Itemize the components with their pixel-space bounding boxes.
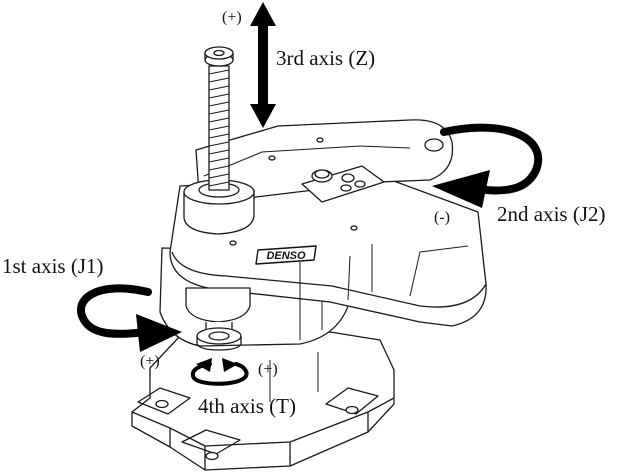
svg-text:DENSO: DENSO [266, 250, 306, 262]
robot-arm-2 [195, 119, 454, 209]
j1-rotation-arrow-icon [77, 284, 182, 352]
tool-flange [185, 287, 251, 351]
z-axis-label: 3rd axis (Z) [276, 46, 376, 70]
z-plus-label: (+) [222, 9, 242, 26]
t-plus-label: (+) [258, 361, 278, 378]
brand-logo: DENSO [255, 245, 317, 265]
ball-screw-shaft [204, 46, 234, 191]
t-axis-label: 4th axis (T) [198, 394, 296, 418]
z-axis-arrow-icon [250, 2, 276, 128]
j2-axis-label: 2nd axis (J2) [497, 202, 606, 226]
t-rotation-arrow-icon [190, 358, 249, 386]
j1-axis-label: 1st axis (J1) [2, 254, 104, 278]
j2-minus-label: (-) [434, 209, 450, 226]
connector-panel [301, 165, 385, 203]
j1-plus-label: (+) [140, 353, 160, 370]
j2-rotation-arrow-icon [432, 123, 542, 208]
